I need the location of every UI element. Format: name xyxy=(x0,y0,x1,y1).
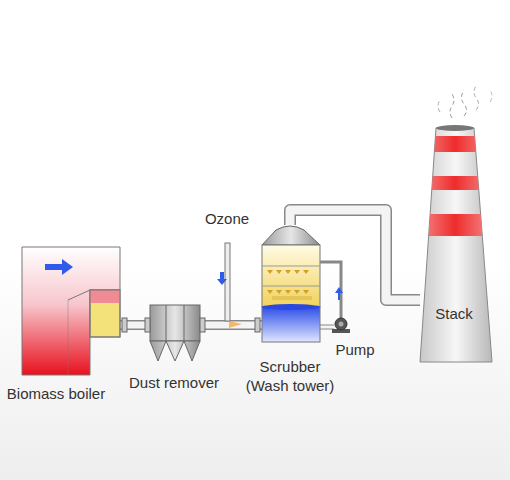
equipment-label: Stack xyxy=(435,304,473,323)
dust-remover-drawing xyxy=(122,305,260,361)
pump: Pump xyxy=(334,317,349,334)
pump-drawing xyxy=(320,262,350,333)
pipe-connector xyxy=(320,327,334,328)
input-label: Ozone xyxy=(205,209,249,228)
ozone-injector xyxy=(217,243,242,328)
equipment-label: Pump xyxy=(335,340,374,359)
boiler-drawing xyxy=(22,247,120,375)
stack-drawing xyxy=(410,86,500,362)
equipment-label: Biomass boiler xyxy=(7,384,105,403)
stack: Stack xyxy=(420,128,492,362)
dust-remover: Dust remover xyxy=(150,305,200,361)
equipment-label: Scrubber (Wash tower) xyxy=(240,357,340,395)
equipment-label: Dust remover xyxy=(129,373,219,392)
scrubber-drawing xyxy=(262,226,320,342)
scrubber: Scrubber (Wash tower) xyxy=(262,225,320,342)
boiler-unit: Biomass boiler xyxy=(22,247,120,375)
